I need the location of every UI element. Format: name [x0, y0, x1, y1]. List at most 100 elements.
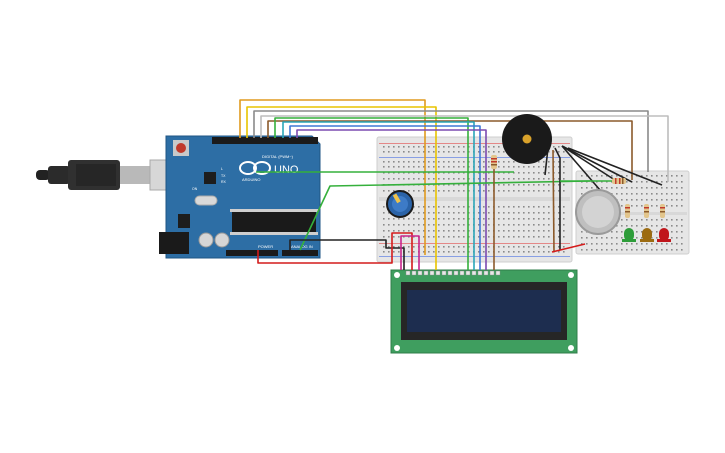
gas-sensor-icon[interactable] [575, 189, 621, 235]
breadboard-hole [433, 146, 435, 148]
breadboard-hole [463, 161, 465, 163]
led-amber-icon[interactable] [640, 228, 654, 242]
breadboard-hole [641, 181, 643, 183]
breadboard-hole [498, 178, 500, 180]
breadboard-hole [398, 246, 400, 248]
breadboard-hole [636, 205, 638, 207]
breadboard-hole [543, 161, 545, 163]
lcd-pin [417, 270, 423, 276]
breadboard-hole [428, 206, 430, 208]
breadboard-hole [478, 246, 480, 248]
breadboard-hole [478, 166, 480, 168]
breadboard-hole [671, 199, 673, 201]
breadboard-hole [423, 230, 425, 232]
breadboard-hole [443, 151, 445, 153]
breadboard-hole [533, 166, 535, 168]
breadboard-hole [681, 181, 683, 183]
breadboard-hole [651, 219, 653, 221]
breadboard-hole [646, 199, 648, 201]
breadboard-hole [498, 151, 500, 153]
breadboard-hole [453, 166, 455, 168]
breadboard-hole [523, 212, 525, 214]
breadboard-hole [646, 219, 648, 221]
breadboard-hole [581, 175, 583, 177]
led-red-icon[interactable] [657, 228, 671, 242]
breadboard-hole [611, 237, 613, 239]
breadboard-hole [656, 243, 658, 245]
breadboard-hole [671, 181, 673, 183]
breadboard-hole [508, 190, 510, 192]
breadboard-hole [503, 190, 505, 192]
breadboard-hole [656, 199, 658, 201]
breadboard-hole [661, 243, 663, 245]
breadboard-hole [438, 246, 440, 248]
breadboard-hole [493, 146, 495, 148]
breadboard-hole [428, 161, 430, 163]
breadboard-hole [383, 236, 385, 238]
lcd-16x2-display[interactable] [390, 269, 578, 354]
breadboard-hole [423, 161, 425, 163]
led-green-icon[interactable] [622, 228, 636, 242]
breadboard-hole [611, 175, 613, 177]
breadboard-hole [538, 236, 540, 238]
arduino-uno-board[interactable]: UNO ARDUINO DIGITAL (PWM~) POWER ANALOG … [159, 135, 321, 259]
breadboard-hole [523, 218, 525, 220]
breadboard-hole [676, 181, 678, 183]
potentiometer-icon[interactable] [386, 190, 414, 218]
breadboard-hole [518, 218, 520, 220]
breadboard-hole [533, 236, 535, 238]
breadboard-hole [528, 178, 530, 180]
breadboard-hole [538, 190, 540, 192]
breadboard-hole [666, 205, 668, 207]
breadboard-hole [443, 251, 445, 253]
breadboard-hole [518, 178, 520, 180]
breadboard-hole [661, 249, 663, 251]
breadboard-hole [518, 212, 520, 214]
breadboard-hole [513, 218, 515, 220]
wires [239, 99, 669, 270]
breadboard-hole [601, 187, 603, 189]
breadboard-hole [641, 237, 643, 239]
lcd-pin [441, 270, 447, 276]
breadboard-hole [538, 184, 540, 186]
breadboard-hole [458, 230, 460, 232]
breadboard-hole [423, 246, 425, 248]
breadboard-hole [666, 193, 668, 195]
breadboard-hole [656, 237, 658, 239]
lcd-pin [465, 270, 471, 276]
breadboard-hole [413, 151, 415, 153]
breadboard-hole [558, 178, 560, 180]
breadboard-hole [538, 218, 540, 220]
breadboard-hole [388, 166, 390, 168]
breadboard-hole [483, 146, 485, 148]
breadboard-hole [483, 151, 485, 153]
breadboard-hole [463, 151, 465, 153]
breadboard-hole [398, 218, 400, 220]
breadboard-hole [636, 249, 638, 251]
breadboard-hole [498, 161, 500, 163]
breadboard-hole [413, 178, 415, 180]
breadboard-hole [591, 243, 593, 245]
breadboard-hole [488, 224, 490, 226]
breadboard-hole [548, 190, 550, 192]
breadboard-hole [403, 166, 405, 168]
breadboard-hole [563, 251, 565, 253]
breadboard-hole [478, 178, 480, 180]
breadboard-hole [676, 225, 678, 227]
breadboard-hole [676, 193, 678, 195]
breadboard-hole [483, 178, 485, 180]
breadboard-hole [428, 224, 430, 226]
breadboard-hole [403, 178, 405, 180]
breadboard-hole [661, 187, 663, 189]
breadboard-hole [636, 243, 638, 245]
breadboard-hole [478, 206, 480, 208]
resistor-led-1-icon [625, 204, 630, 218]
lcd-pin [453, 270, 459, 276]
lcd-pin [489, 270, 495, 276]
piezo-buzzer-icon[interactable] [502, 114, 552, 164]
breadboard-hole [428, 166, 430, 168]
breadboard-hole [543, 166, 545, 168]
breadboard-hole [621, 225, 623, 227]
resistor-led-2-icon [644, 204, 649, 218]
breadboard-hole [428, 236, 430, 238]
